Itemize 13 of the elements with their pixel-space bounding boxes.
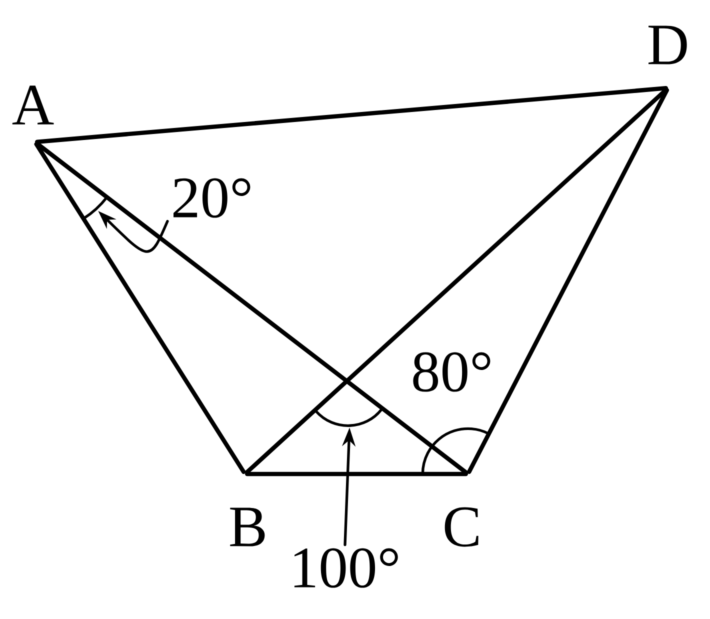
- line-segment: [35, 86, 668, 144]
- vertex-label: D: [648, 26, 687, 64]
- vertex-label: C: [444, 507, 478, 547]
- angle-arc: [314, 407, 384, 427]
- line-segment: [245, 472, 468, 476]
- vertex-label: A: [12, 86, 54, 124]
- vertex-label: B: [230, 508, 265, 546]
- angle-label: 100°: [294, 548, 398, 588]
- line-segment: [34, 142, 246, 474]
- angle-arc: [82, 196, 108, 220]
- angle-label: 80°: [413, 352, 490, 392]
- line-segment: [466, 88, 670, 474]
- angle-label: 20°: [174, 178, 250, 218]
